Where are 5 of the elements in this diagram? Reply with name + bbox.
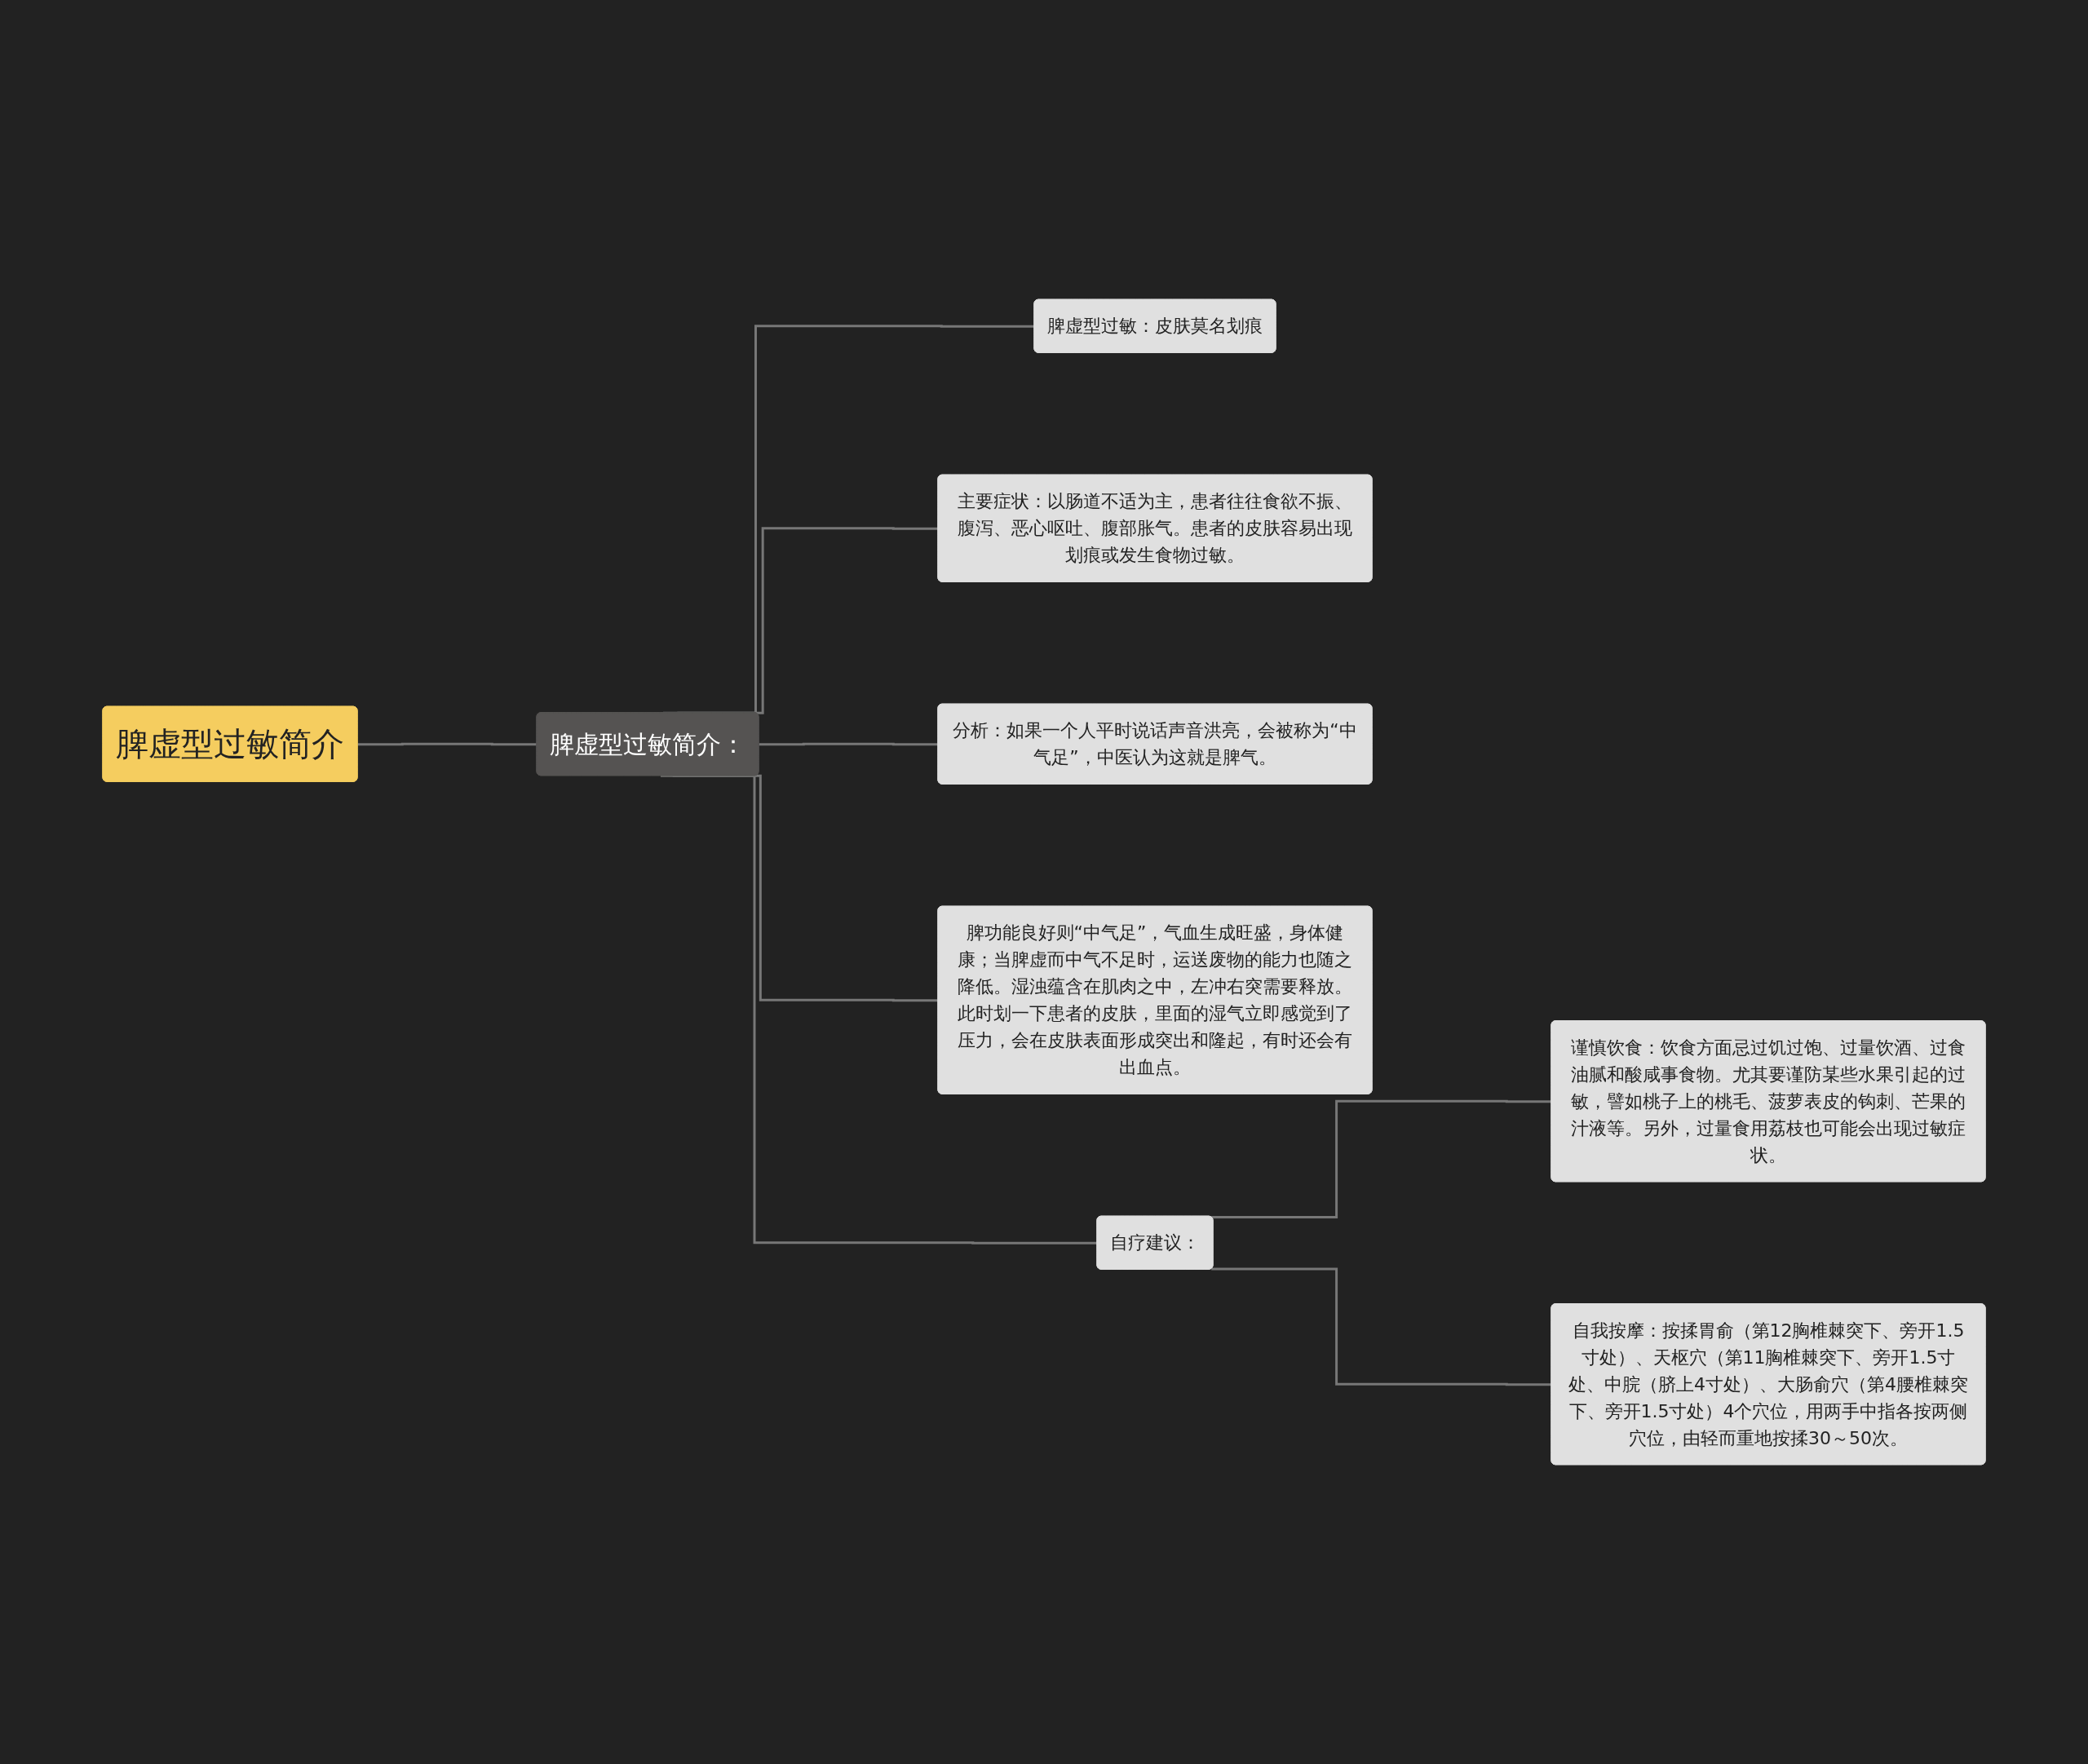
connector bbox=[661, 774, 1098, 1245]
connector bbox=[759, 742, 939, 746]
connector bbox=[357, 742, 537, 746]
connector bbox=[1211, 1099, 1552, 1219]
connector bbox=[1211, 1267, 1552, 1386]
